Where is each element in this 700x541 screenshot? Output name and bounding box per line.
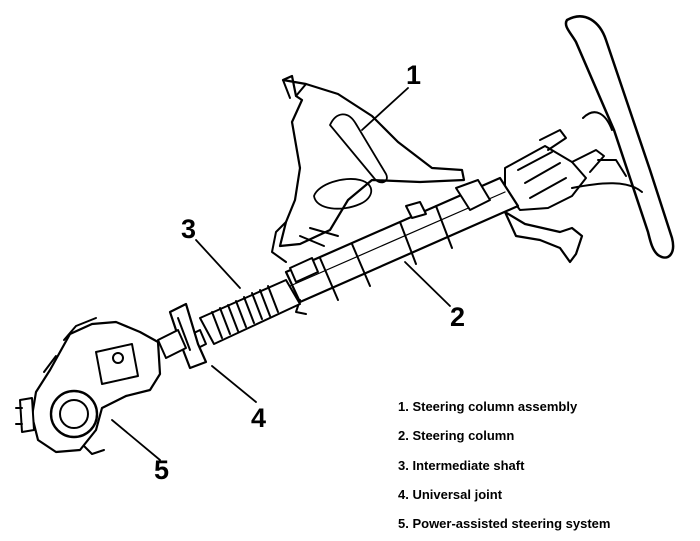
leader-line-2 xyxy=(404,261,451,307)
column-switch-housing xyxy=(503,129,605,264)
leader-line-3 xyxy=(195,239,241,289)
mounting-bracket xyxy=(271,74,466,263)
callout-number-2: 2 xyxy=(450,302,466,332)
legend-item-intermediate-shaft: 3. Intermediate shaft xyxy=(398,457,525,473)
callout-leaders xyxy=(111,87,451,461)
callout-number-1: 1 xyxy=(406,60,422,90)
parts-legend: 1. Steering column assembly 2. Steering … xyxy=(398,398,610,541)
legend-item-steering-column: 2. Steering column xyxy=(398,428,515,444)
power-steering-gear xyxy=(15,317,162,455)
leader-line-1 xyxy=(361,87,409,131)
legend-item-universal-joint: 4. Universal joint xyxy=(398,486,503,502)
legend-item-steering-column-assembly: 1. Steering column assembly xyxy=(398,399,578,414)
universal-joint xyxy=(157,302,208,370)
steering-wheel xyxy=(564,15,675,259)
callout-number-3: 3 xyxy=(181,214,197,244)
callout-number-4: 4 xyxy=(251,403,267,433)
callout-number-5: 5 xyxy=(154,455,170,485)
steering-column-tube xyxy=(284,176,520,315)
legend-item-power-assisted-steering-system: 5. Power-assisted steering system xyxy=(398,516,611,532)
leader-line-4 xyxy=(211,365,257,403)
leader-line-5 xyxy=(111,419,161,461)
